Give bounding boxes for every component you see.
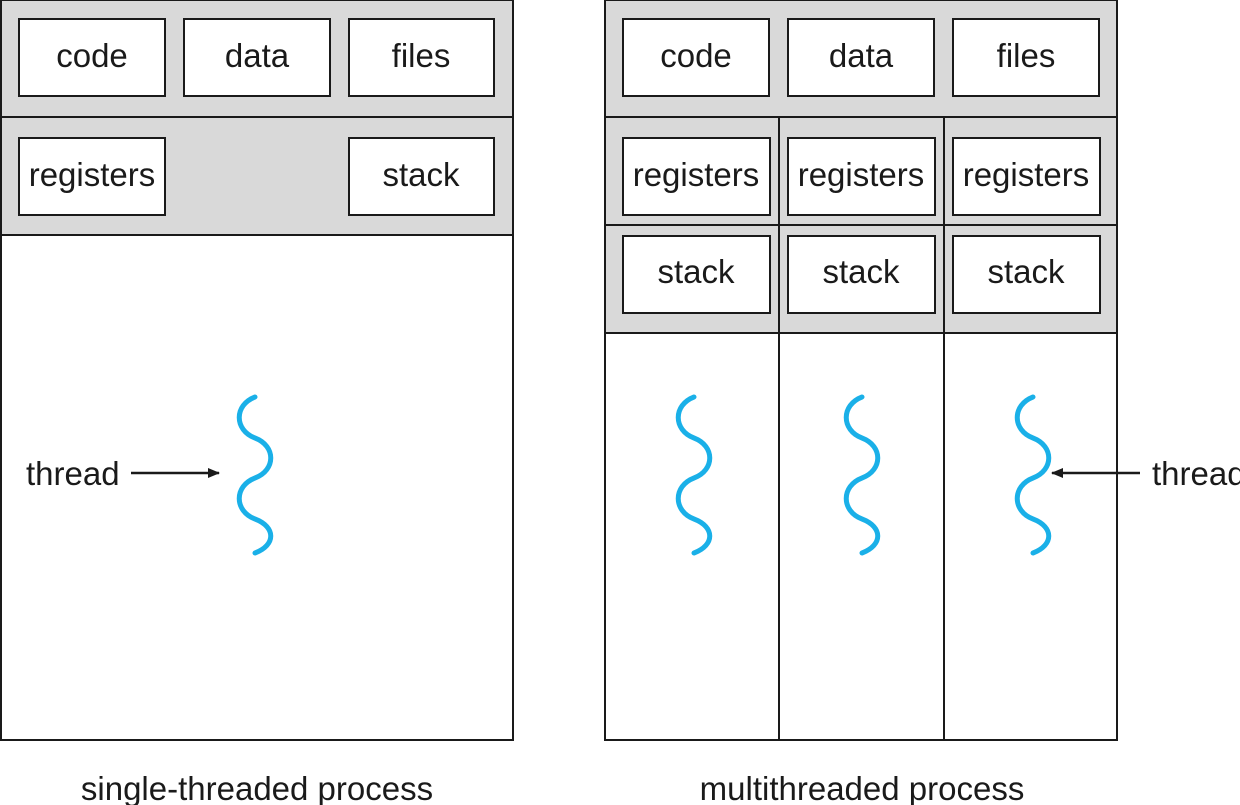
multithreaded-process: code data files registers stack register… [604, 0, 1240, 805]
single-caption: single-threaded process [81, 770, 433, 805]
single-registers-box: registers [18, 137, 166, 216]
multi-data-label: data [829, 37, 894, 74]
stack-box [787, 235, 936, 314]
single-files-label: files [392, 37, 451, 74]
multi-thread-label: thread [1152, 455, 1240, 492]
multi-code-box: code [622, 18, 770, 97]
registers-label: registers [798, 156, 925, 193]
multi-code-label: code [660, 37, 732, 74]
stack-label: stack [987, 253, 1065, 290]
multi-thread-1: registers stack [622, 137, 771, 556]
multi-files-box: files [952, 18, 1100, 97]
single-thread-wave [236, 394, 274, 556]
registers-box [952, 137, 1101, 216]
multi-files-label: files [997, 37, 1056, 74]
single-thread-label: thread [26, 455, 120, 492]
registers-label: registers [963, 156, 1090, 193]
registers-box [787, 137, 936, 216]
registers-box [622, 137, 771, 216]
stack-label: stack [822, 253, 900, 290]
registers-label: registers [633, 156, 760, 193]
thread-wave [1014, 394, 1052, 556]
stack-label: stack [657, 253, 735, 290]
single-data-label: data [225, 37, 290, 74]
thread-wave [843, 394, 881, 556]
single-threaded-process: code data files registers stack thread s… [0, 0, 514, 805]
single-files-box: files [348, 18, 495, 97]
stack-box [622, 235, 771, 314]
multi-thread-3: registers stack [952, 137, 1101, 556]
single-stack-label: stack [382, 156, 460, 193]
thread-wave [675, 394, 713, 556]
single-registers-label: registers [29, 156, 156, 193]
single-code-label: code [56, 37, 128, 74]
single-code-box: code [18, 18, 166, 97]
stack-box [952, 235, 1101, 314]
single-stack-box: stack [348, 137, 495, 216]
multi-thread-2: registers stack [787, 137, 936, 556]
multi-data-box: data [787, 18, 935, 97]
single-data-box: data [183, 18, 331, 97]
multi-caption: multithreaded process [700, 770, 1025, 805]
